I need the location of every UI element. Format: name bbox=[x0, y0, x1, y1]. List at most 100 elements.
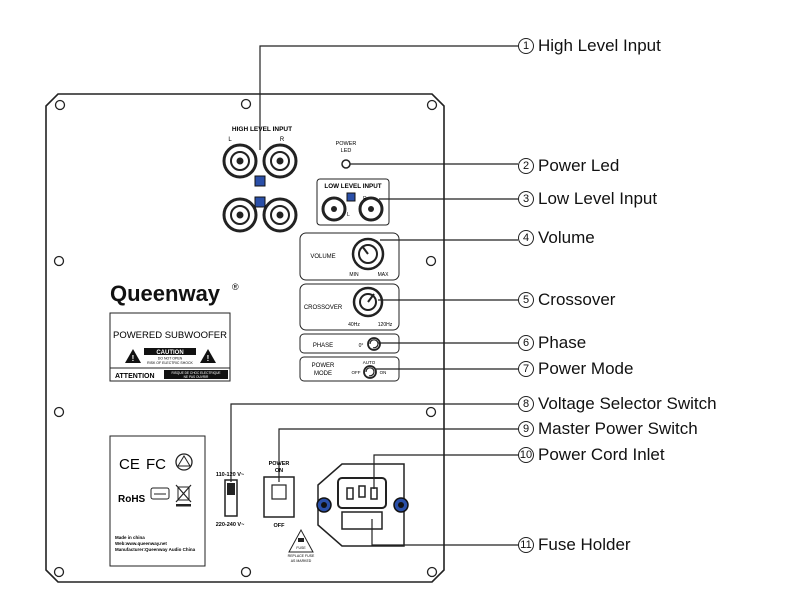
power-mode-on: ON bbox=[380, 370, 387, 375]
power-mode-label: POWER bbox=[312, 363, 335, 369]
power-led-label: POWER bbox=[336, 141, 357, 147]
callout-number: 9 bbox=[518, 421, 534, 437]
rohs-mark: RoHS bbox=[118, 494, 146, 505]
attention-label: ATTENTION bbox=[115, 373, 155, 380]
high-level-binding-posts[interactable] bbox=[222, 143, 298, 233]
rca-right[interactable] bbox=[358, 196, 384, 222]
callout-number: 10 bbox=[518, 447, 534, 463]
screw-hole bbox=[54, 99, 66, 111]
product-label: POWERED SUBWOOFER bbox=[113, 330, 227, 341]
fuse-holder[interactable] bbox=[341, 511, 383, 530]
fc-mark: FC bbox=[146, 456, 166, 473]
callout-label: Power Cord Inlet bbox=[538, 445, 665, 464]
brand-logo: Queenway bbox=[110, 281, 221, 306]
low-level-right-label: R bbox=[363, 196, 367, 202]
high-level-right-label: R bbox=[280, 137, 285, 143]
fuse-warning-icon bbox=[288, 528, 314, 553]
voltage-high-label: 110-120 V~ bbox=[216, 472, 244, 478]
svg-text:!: ! bbox=[132, 354, 135, 363]
screw-hole bbox=[240, 98, 252, 110]
callout-label: Crossover bbox=[538, 290, 616, 309]
weee-bin-icon bbox=[175, 484, 192, 507]
leader-1 bbox=[259, 45, 518, 150]
callout-number: 11 bbox=[518, 537, 534, 553]
low-level-input-title: LOW LEVEL INPUT bbox=[324, 183, 381, 190]
volume-max-label: MAX bbox=[378, 272, 390, 278]
callout-label: Phase bbox=[538, 333, 587, 352]
phase-value: 0° bbox=[359, 343, 364, 349]
crossover-box bbox=[299, 283, 400, 331]
power-mode-label-2: MODE bbox=[314, 371, 332, 377]
screw-hole bbox=[53, 255, 65, 267]
binding-post-top-right[interactable] bbox=[262, 143, 298, 179]
product-label-box bbox=[109, 312, 231, 382]
certification-box bbox=[109, 435, 206, 567]
panel-outline bbox=[45, 93, 445, 583]
screw-hole bbox=[425, 255, 437, 267]
leader-8 bbox=[230, 403, 518, 482]
phase-label: PHASE bbox=[313, 343, 333, 349]
callout-label: Master Power Switch bbox=[538, 419, 698, 438]
screw-hole bbox=[426, 566, 438, 578]
callout-label: Power Led bbox=[538, 156, 620, 175]
brand-registered-mark: ® bbox=[232, 282, 239, 292]
callout-label: Fuse Holder bbox=[538, 535, 631, 554]
callout-number: 7 bbox=[518, 361, 534, 377]
high-level-input-title: HIGH LEVEL INPUT bbox=[232, 126, 292, 133]
ce-mark: CE bbox=[119, 456, 140, 473]
crossover-max-label: 120Hz bbox=[378, 322, 393, 328]
crossover-min-label: 40Hz bbox=[348, 322, 360, 328]
warning-triangle-right bbox=[200, 349, 216, 363]
callout-label: Volume bbox=[538, 228, 595, 247]
attention-line2: NE PAS OUVRIR bbox=[184, 375, 209, 379]
callout-number: 1 bbox=[518, 38, 534, 54]
warning-triangle-left bbox=[125, 349, 141, 363]
power-led bbox=[341, 159, 351, 169]
rca-left[interactable] bbox=[321, 196, 347, 222]
power-led-label-2: LED bbox=[341, 148, 352, 154]
energy-mark-icon bbox=[150, 487, 170, 500]
callout-number: 2 bbox=[518, 158, 534, 174]
caution-line1: DO NOT OPEN bbox=[158, 357, 183, 361]
callout-number: 3 bbox=[518, 191, 534, 207]
low-level-left-label: L bbox=[347, 212, 350, 218]
caution-block: ! CAUTION DO NOT OPEN RISK OF ELECTRIC S… bbox=[125, 348, 216, 365]
low-level-input-box bbox=[316, 178, 390, 226]
callout-number: 4 bbox=[518, 230, 534, 246]
screw-hole bbox=[53, 566, 65, 578]
binding-post-top-left[interactable] bbox=[222, 143, 258, 179]
caution-line2: RISK OF ELECTRIC SHOCK bbox=[147, 361, 193, 365]
rca-nut bbox=[346, 192, 356, 202]
manufacturer-text: Manufacturer:Queenway Audio China bbox=[115, 547, 196, 552]
screw-hole bbox=[240, 566, 252, 578]
volume-box bbox=[299, 232, 400, 281]
callout-label: High Level Input bbox=[538, 36, 661, 55]
high-level-left-label: L bbox=[228, 137, 232, 143]
svg-text:!: ! bbox=[207, 354, 210, 363]
iec-socket[interactable] bbox=[337, 477, 387, 509]
etl-mark-icon bbox=[175, 453, 193, 471]
screw-hole bbox=[425, 406, 437, 418]
binding-post-bottom-right[interactable] bbox=[262, 197, 298, 233]
fuse-warning-line1: FUSE bbox=[296, 546, 306, 550]
callout-number: 5 bbox=[518, 292, 534, 308]
volume-label: VOLUME bbox=[310, 254, 335, 260]
website-text: Web:www.queenway.net bbox=[115, 541, 167, 546]
voltage-low-label: 220-240 V~ bbox=[216, 522, 245, 528]
leader-10 bbox=[373, 454, 518, 489]
binding-post-bottom-left[interactable] bbox=[222, 197, 258, 233]
master-power-switch[interactable] bbox=[263, 476, 295, 518]
callout-number: 8 bbox=[518, 396, 534, 412]
caution-title: CAUTION bbox=[156, 350, 183, 356]
binding-post-nut-top bbox=[254, 175, 266, 187]
callout-label: Low Level Input bbox=[538, 189, 658, 208]
callout-label: Voltage Selector Switch bbox=[538, 394, 717, 413]
